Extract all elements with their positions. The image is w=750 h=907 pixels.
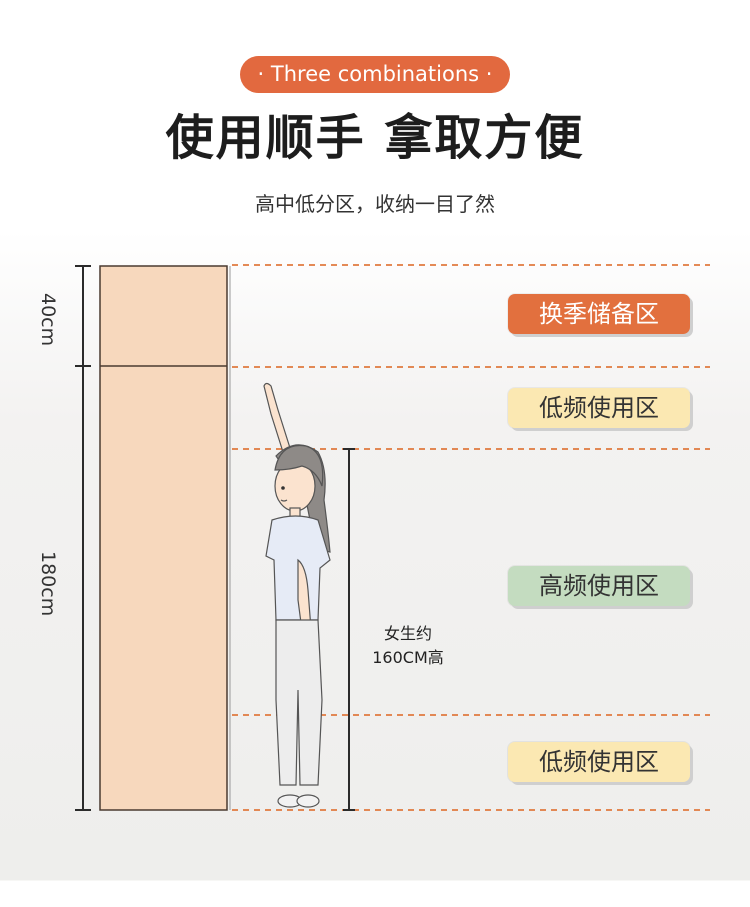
zone-label-seasonal-storage: 换季储备区: [508, 294, 690, 334]
zone-label-high-frequency: 高频使用区: [508, 566, 690, 606]
person-height-note: 女生约 160CM高: [362, 622, 454, 670]
dimension-label-180cm: 180cm: [37, 551, 59, 617]
page-title: 使用顺手 拿取方便: [165, 110, 585, 166]
girl-illustration: [263, 382, 331, 808]
person-note-line1: 女生约: [383, 624, 432, 643]
three-combinations-badge: · Three combinations ·: [240, 56, 510, 93]
page-subtitle: 高中低分区，收纳一目了然: [255, 192, 495, 216]
zone-label-low-frequency-bottom: 低频使用区: [508, 742, 690, 782]
bottom-strip: [0, 882, 750, 907]
person-note-line2: 160CM高: [372, 648, 444, 667]
cabinet-body: [99, 265, 228, 811]
dimension-label-40cm: 40cm: [37, 293, 59, 347]
zone-label-low-frequency-top: 低频使用区: [508, 388, 690, 428]
